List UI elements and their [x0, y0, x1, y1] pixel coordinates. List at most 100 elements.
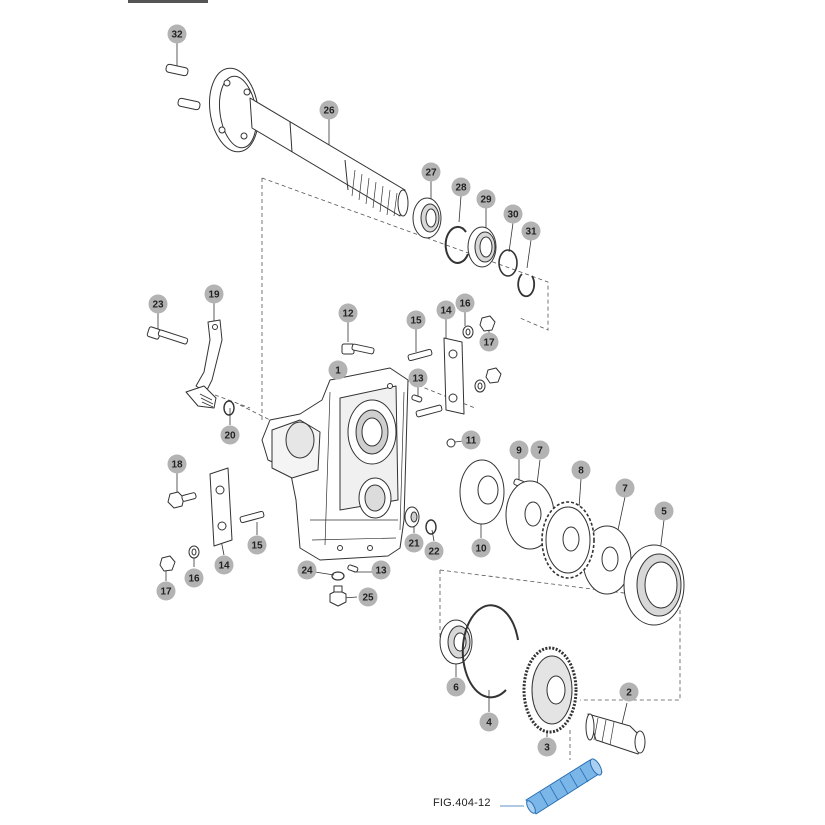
- callout-circle: [358, 587, 378, 607]
- callout-circle: [455, 293, 475, 313]
- callout-number: 17: [160, 587, 172, 598]
- callout-7-friction-plate: 7: [615, 478, 635, 498]
- callout-number: 31: [525, 227, 537, 238]
- callout-8-brake-disc: 8: [571, 460, 591, 480]
- callout-circle: [328, 360, 348, 380]
- callout-10-actuator-plate: 10: [471, 538, 491, 558]
- callout-number: 27: [425, 168, 437, 179]
- callout-25-drain-plug: 25: [358, 587, 378, 607]
- callout-circle: [424, 541, 444, 561]
- callout-number: 7: [537, 446, 543, 457]
- callout-4-snap-ring: 4: [479, 712, 499, 732]
- o-ring-22: [425, 519, 437, 535]
- callout-number: 14: [218, 561, 230, 572]
- callout-24-gasket: 24: [297, 560, 317, 580]
- callout-number: 28: [455, 183, 467, 194]
- callout-number: 6: [453, 683, 459, 694]
- nut-17-lower: [159, 555, 176, 572]
- callout-circle: [167, 454, 187, 474]
- callout-21-seal: 21: [404, 533, 424, 553]
- friction-plate-7-b: [582, 525, 632, 595]
- washer-16-lower: [188, 545, 200, 559]
- callout-circle: [247, 535, 267, 555]
- callout-circle: [571, 460, 591, 480]
- housing-1: [261, 367, 409, 561]
- callout-22-o-ring: 22: [424, 541, 444, 561]
- callout-circle: [408, 368, 428, 388]
- callout-number: 25: [362, 593, 374, 604]
- callout-number: 5: [661, 507, 667, 518]
- callout-number: 7: [622, 484, 628, 495]
- callout-number: 15: [251, 541, 263, 552]
- callout-20-o-ring: 20: [220, 425, 240, 445]
- callout-number: 10: [475, 544, 487, 555]
- callout-number: 19: [208, 290, 220, 301]
- drain-plug-25: [329, 585, 347, 607]
- callout-circle: [338, 303, 358, 323]
- callout-number: 1: [335, 366, 341, 377]
- callout-number: 23: [152, 300, 164, 311]
- stud-15-lower: [239, 510, 265, 524]
- callout-circle: [404, 533, 424, 553]
- callout-15-stud: 15: [406, 310, 426, 330]
- cover-5: [623, 544, 685, 626]
- dowel-pin-13-upper: [411, 394, 423, 403]
- nut-17-upper-b: [485, 367, 502, 384]
- callout-13-dowel-pin: 13: [371, 560, 391, 580]
- callout-14-bracket: 14: [214, 555, 234, 575]
- callout-14-bracket: 14: [436, 300, 456, 320]
- callout-19-brake-lever: 19: [204, 284, 224, 304]
- callout-circle: [156, 581, 176, 601]
- callout-17-nut: 17: [479, 332, 499, 352]
- callout-number: 4: [486, 718, 492, 729]
- callout-6-bearing: 6: [446, 677, 466, 697]
- callout-circle: [297, 560, 317, 580]
- callout-circle: [421, 162, 441, 182]
- callout-circle: [204, 284, 224, 304]
- dowel-pin-13-lower: [347, 564, 359, 573]
- nut-17-upper-a: [479, 315, 496, 332]
- callout-number: 21: [408, 539, 420, 550]
- callout-number: 11: [466, 436, 477, 447]
- oil-seal-27: [412, 197, 442, 239]
- pin-32-upper: [165, 63, 189, 77]
- callout-circle: [148, 294, 168, 314]
- pinion-2: [585, 713, 646, 755]
- o-ring-20: [223, 400, 235, 416]
- callout-circle: [184, 568, 204, 588]
- bearing-29: [467, 226, 497, 268]
- callout-29-bearing: 29: [476, 189, 496, 209]
- callout-circle: [503, 204, 523, 224]
- callout-circle: [461, 430, 481, 450]
- callout-number: 14: [440, 306, 452, 317]
- callout-number: 3: [544, 743, 550, 754]
- callout-26-axle-shaft: 26: [319, 100, 339, 120]
- callout-number: 20: [224, 431, 236, 442]
- brake-disc-8: [541, 501, 595, 579]
- callout-circle: [476, 189, 496, 209]
- callout-circle: [471, 538, 491, 558]
- gasket-24: [331, 571, 345, 581]
- bolt-23: [146, 326, 189, 345]
- callout-32-pin: 32: [167, 24, 187, 44]
- callout-circle: [451, 177, 471, 197]
- callout-circle: [371, 560, 391, 580]
- washer-30: [498, 249, 518, 277]
- callout-number: 8: [578, 466, 584, 477]
- snap-ring-28: [444, 225, 469, 264]
- callout-7-friction-plate: 7: [530, 440, 550, 460]
- callout-15-stud: 15: [247, 535, 267, 555]
- callout-circle: [654, 501, 674, 521]
- callout-circle: [521, 221, 541, 241]
- callout-1-housing: 1: [328, 360, 348, 380]
- callout-11-ball: 11: [461, 430, 481, 450]
- callout-number: 13: [412, 374, 424, 385]
- callout-number: 17: [483, 338, 495, 349]
- callout-number: 18: [171, 460, 183, 471]
- actuator-plate-10: [459, 459, 505, 525]
- callout-31-snap-ring: 31: [521, 221, 541, 241]
- callout-number: 16: [188, 574, 200, 585]
- seal-21: [404, 506, 420, 528]
- washer-16-upper-b: [474, 379, 486, 393]
